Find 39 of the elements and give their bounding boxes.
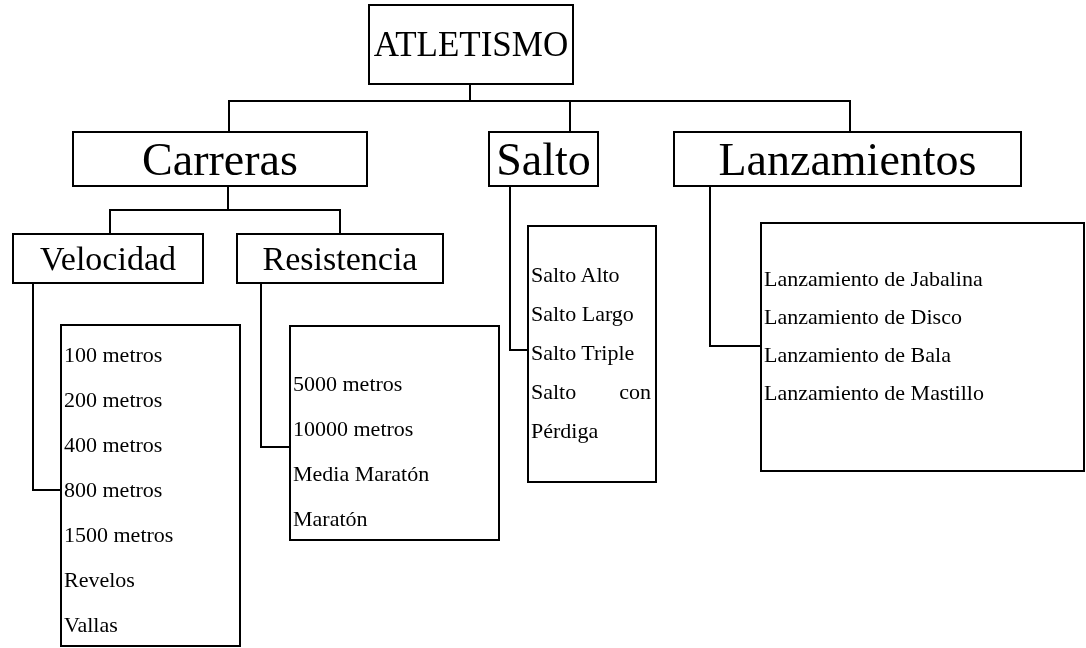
list-box [289, 325, 500, 541]
node-label: 100 metros [64, 341, 164, 369]
node-label: Lanzamiento de Disco [764, 303, 963, 331]
subcategory-box [236, 233, 444, 284]
node-label: Velocidad [40, 239, 176, 278]
node-label: Carreras [142, 132, 298, 186]
node-label: 400 metros [64, 431, 164, 459]
category-box [488, 131, 599, 187]
node-label: Vallas [64, 611, 119, 639]
node-label: 5000 metros [293, 370, 404, 398]
node-label: Maratón [293, 505, 369, 533]
category-box [72, 131, 368, 187]
list-box [527, 225, 657, 483]
node-label: 1500 metros [64, 521, 175, 549]
category-box [673, 131, 1022, 187]
node-label: ATLETISMO [373, 24, 569, 65]
connector-line [709, 186, 761, 347]
node-label: Lanzamiento de Bala [764, 341, 952, 369]
node-label: 200 metros [64, 386, 164, 414]
node-label: Lanzamiento de Jabalina [764, 265, 984, 293]
node-label: 10000 metros [293, 415, 415, 443]
title-box [368, 4, 574, 85]
connector-line [260, 283, 290, 448]
list-box [760, 222, 1085, 472]
node-label: Salto Largo [531, 300, 635, 328]
node-label: Salto con Pérdiga [531, 378, 651, 445]
node-label: Lanzamientos [718, 132, 977, 186]
node-label: Revelos [64, 566, 136, 594]
list-box [60, 324, 241, 647]
node-label: Media Maratón [293, 460, 431, 488]
connector-line [32, 283, 61, 491]
node-label: Salto Alto [531, 261, 621, 289]
node-label: Lanzamiento de Mastillo [764, 379, 985, 407]
node-label: Salto [496, 132, 591, 186]
subcategory-box [12, 233, 204, 284]
node-label: 800 metros [64, 476, 164, 504]
node-label: Salto Triple [531, 339, 636, 367]
node-label: Resistencia [262, 239, 418, 278]
connector-line [509, 186, 528, 351]
